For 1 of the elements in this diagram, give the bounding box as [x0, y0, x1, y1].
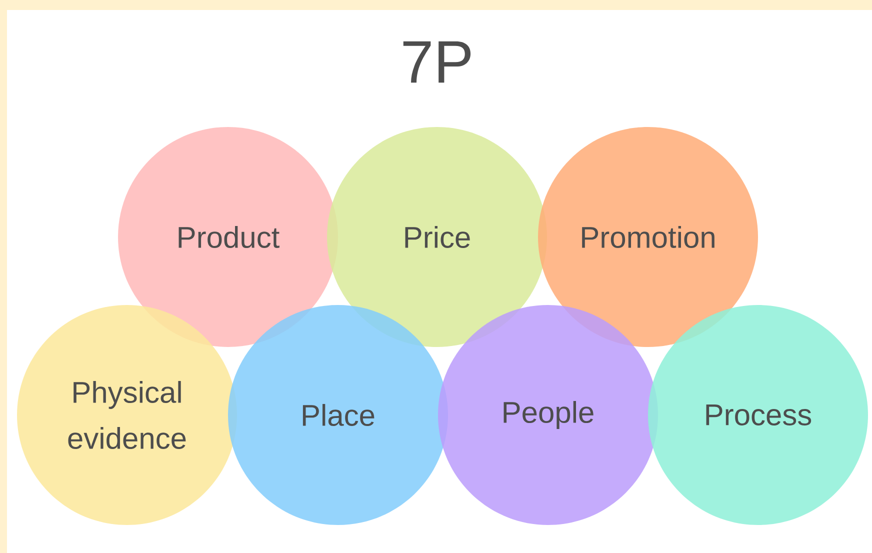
title: 7P	[403, 41, 471, 83]
